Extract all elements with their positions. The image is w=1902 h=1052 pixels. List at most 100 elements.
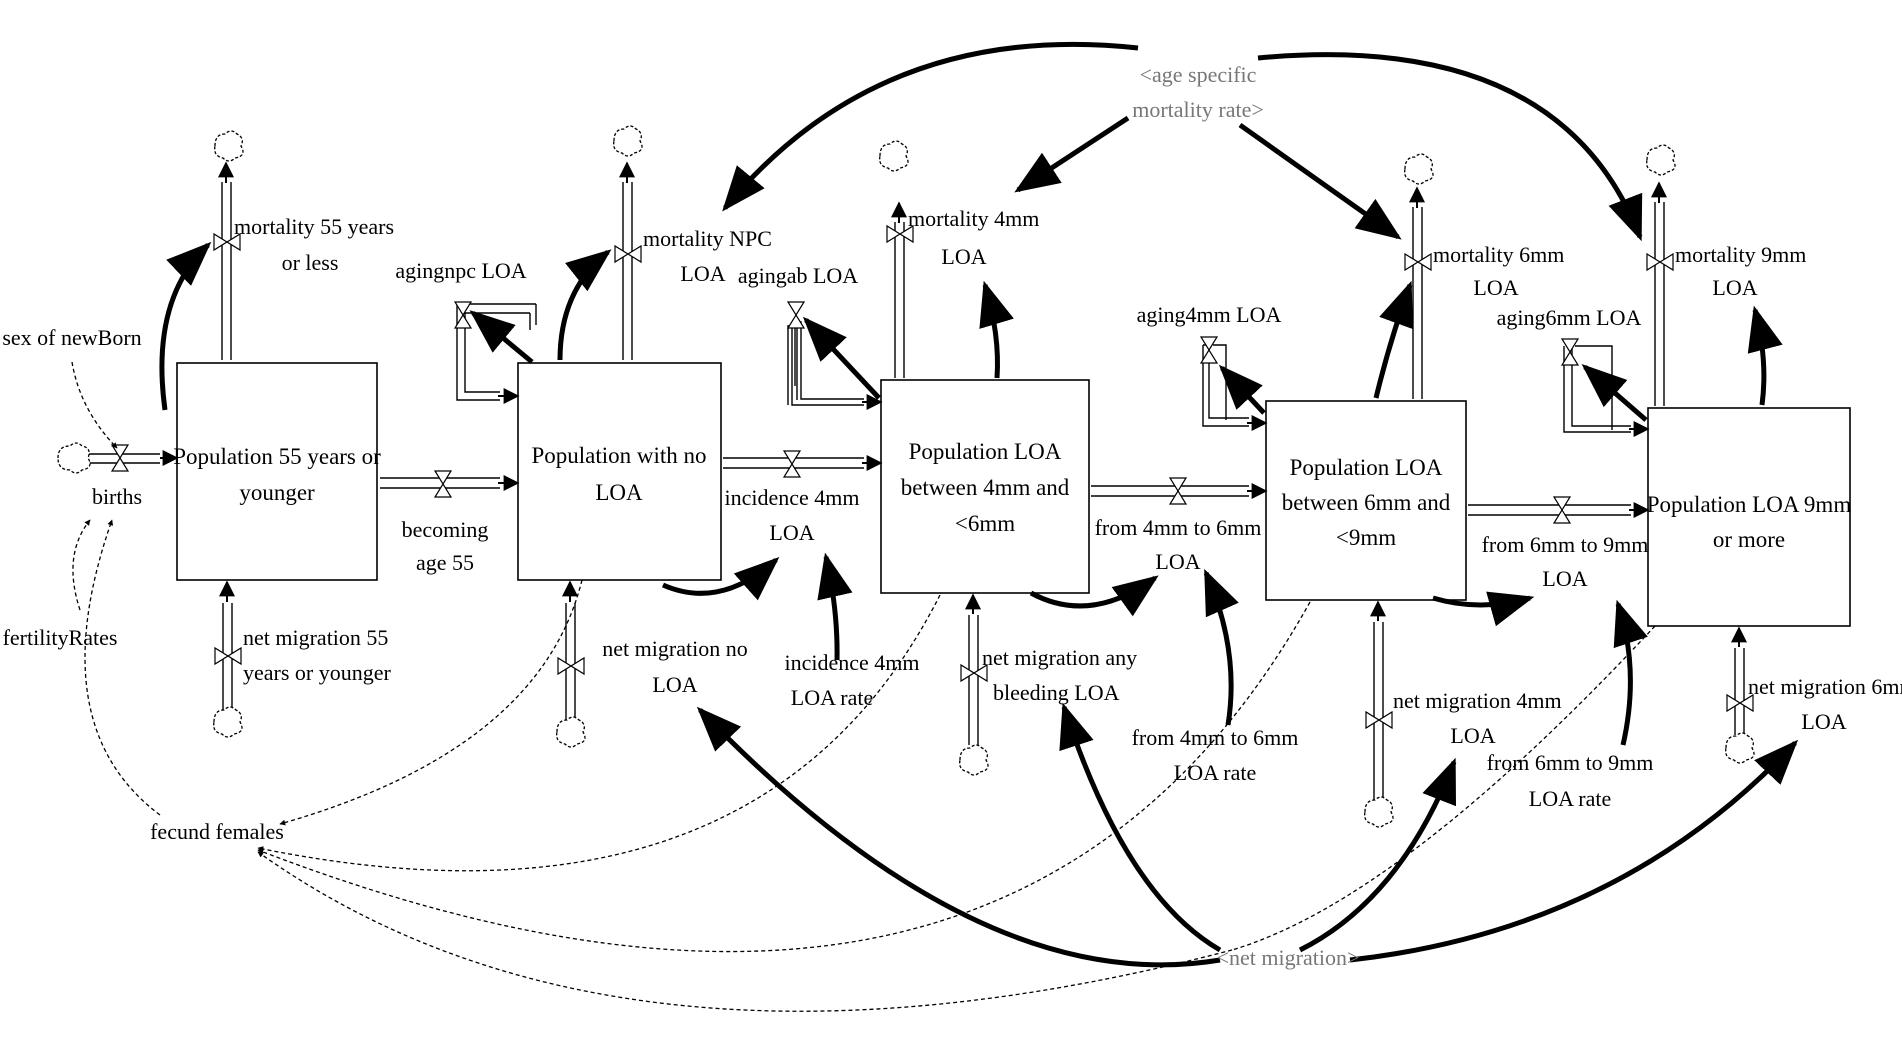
causal-arcs — [159, 41, 1799, 968]
net-migration-4mm-label-2: LOA — [1450, 723, 1495, 748]
net-migration-no-loa-cloud — [556, 716, 586, 748]
net-migration-6mm-label-1: net migration 6mm — [1748, 674, 1902, 699]
net-migration-55-cloud — [213, 706, 243, 738]
fecund-females-label: fecund females — [150, 819, 284, 844]
stock-label-line: younger — [239, 480, 315, 505]
stock-label-line: between 4mm and — [901, 475, 1070, 500]
from-6-to-9-pipe — [1468, 504, 1631, 516]
net-migration-55-label-1: net migration 55 — [243, 625, 388, 650]
from-6-to-9-label-2: LOA — [1542, 566, 1587, 591]
births-label: births — [92, 484, 142, 509]
stock-label-line: LOA — [595, 480, 643, 505]
mortality-6mm-sink-cloud — [1404, 153, 1434, 185]
variable-labels: births sex of newBorn fertilityRates fec… — [2, 62, 1902, 970]
stock-population-no-loa: Population with no LOA — [517, 362, 722, 581]
births-source-cloud — [57, 442, 91, 474]
mortality-4mm-valve — [886, 224, 914, 244]
mortality-npc-sink-cloud — [613, 125, 643, 157]
becoming-age-55-label-1: becoming — [402, 517, 489, 542]
incidence-4mm-rate-label-2: LOA rate — [791, 685, 873, 710]
info-links — [71, 361, 1656, 1012]
stock-population-loa-6-9mm: Population LOA between 6mm and <9mm — [1265, 400, 1467, 601]
mortality-55-label-2: or less — [282, 250, 339, 275]
stock-population-loa-9mm-or-more: Population LOA 9mm or more — [1647, 407, 1852, 627]
incidence-4mm-label-2: LOA — [769, 520, 814, 545]
from-4-to-6-pipe — [1091, 485, 1249, 497]
stock-population-55-or-younger: Population 55 years or younger — [173, 362, 381, 581]
incidence-valve — [782, 450, 802, 478]
age-specific-mortality-label-1: <age specific — [1140, 62, 1257, 87]
mortality-npc-valve — [614, 244, 642, 264]
fertility-rates-label: fertilityRates — [3, 625, 118, 650]
net-migration-no-loa-label-1: net migration no — [602, 636, 747, 661]
stock-label-line: between 6mm and — [1282, 490, 1451, 515]
from-6-to-9-rate-label-2: LOA rate — [1529, 786, 1611, 811]
mortality-npc-label-1: mortality NPC — [643, 226, 772, 251]
net-migration-bleeding-label-2: bleeding LOA — [993, 680, 1120, 705]
net-migration-55-label-2: years or younger — [243, 660, 392, 685]
net-migration-55-valve — [214, 646, 242, 666]
net-migration-6mm-label-2: LOA — [1801, 709, 1846, 734]
mortality-6mm-valve — [1404, 252, 1432, 272]
stock-label-line: Population LOA — [909, 439, 1062, 464]
becoming-age-55-label-2: age 55 — [416, 550, 474, 575]
mortality-9mm-label-2: LOA — [1712, 275, 1757, 300]
aging4mm-label: aging4mm LOA — [1137, 302, 1282, 327]
agingab-label: agingab LOA — [738, 263, 858, 288]
mortality-55-valve — [213, 232, 241, 252]
incidence-4mm-rate-label-1: incidence 4mm — [784, 650, 919, 675]
from-4-to-6-label-1: from 4mm to 6mm — [1095, 515, 1262, 540]
stock-label-line: <9mm — [1336, 525, 1396, 550]
from-4-to-6-label-2: LOA — [1155, 549, 1200, 574]
mortality-4mm-label-1: mortality 4mm — [908, 206, 1039, 231]
stock-label-line: or more — [1713, 527, 1785, 552]
stock-label-line: Population LOA 9mm — [1647, 492, 1852, 517]
mortality-55-sink-cloud — [214, 130, 244, 162]
agingnpc-valve — [453, 301, 473, 329]
net-migration-6mm-cloud — [1725, 732, 1755, 764]
net-migration-shadow-label: <net migration> — [1217, 945, 1360, 970]
valves — [110, 224, 1754, 730]
net-migration-6mm-valve — [1726, 693, 1754, 713]
from-4-to-6-rate-label-1: from 4mm to 6mm — [1132, 725, 1299, 750]
from-6-to-9-label-1: from 6mm to 9mm — [1482, 532, 1649, 557]
net-migration-bleeding-cloud — [959, 744, 989, 776]
net-migration-4mm-cloud — [1364, 796, 1394, 828]
net-migration-no-loa-valve — [557, 656, 585, 676]
aging4mm-valve — [1199, 336, 1219, 364]
mortality-9mm-sink-cloud — [1646, 144, 1676, 176]
net-migration-no-loa-label-2: LOA — [652, 672, 697, 697]
age-specific-mortality-label-2: mortality rate> — [1132, 97, 1264, 122]
from-4-to-6-valve — [1168, 477, 1188, 505]
agingnpc-label: agingnpc LOA — [395, 258, 526, 283]
net-migration-4mm-label-1: net migration 4mm — [1393, 688, 1562, 713]
mortality-4mm-label-2: LOA — [941, 244, 986, 269]
births-valve — [110, 444, 130, 472]
mortality-pipes — [218, 161, 1667, 406]
from-6-to-9-rate-label-1: from 6mm to 9mm — [1487, 750, 1654, 775]
agingab-valve — [786, 301, 806, 329]
stock-label-line: Population 55 years or — [173, 444, 381, 469]
from-6-to-9-valve — [1552, 496, 1572, 524]
mortality-9mm-label-1: mortality 9mm — [1675, 242, 1806, 267]
net-migration-bleeding-valve — [960, 663, 988, 683]
stock-label-line: <6mm — [955, 511, 1015, 536]
aging6mm-label: aging6mm LOA — [1497, 305, 1642, 330]
aging6mm-valve — [1560, 338, 1580, 366]
mortality-6mm-label-1: mortality 6mm — [1433, 242, 1564, 267]
mortality-4mm-sink-cloud — [879, 140, 909, 172]
stock-label-line: Population LOA — [1290, 455, 1443, 480]
from-4-to-6-rate-label-2: LOA rate — [1174, 760, 1256, 785]
incidence-4mm-label-1: incidence 4mm — [724, 485, 859, 510]
stock-label-line: Population with no — [531, 443, 706, 468]
mortality-npc-label-2: LOA — [680, 261, 725, 286]
clouds — [57, 125, 1755, 828]
net-migration-bleeding-label-1: net migration any — [982, 645, 1137, 670]
becoming-age-55-valve — [433, 470, 453, 498]
mortality-55-label-1: mortality 55 years — [234, 214, 394, 239]
stock-population-loa-4-6mm: Population LOA between 4mm and <6mm — [880, 379, 1090, 594]
mortality-6mm-label-2: LOA — [1473, 275, 1518, 300]
mortality-9mm-valve — [1646, 252, 1674, 272]
